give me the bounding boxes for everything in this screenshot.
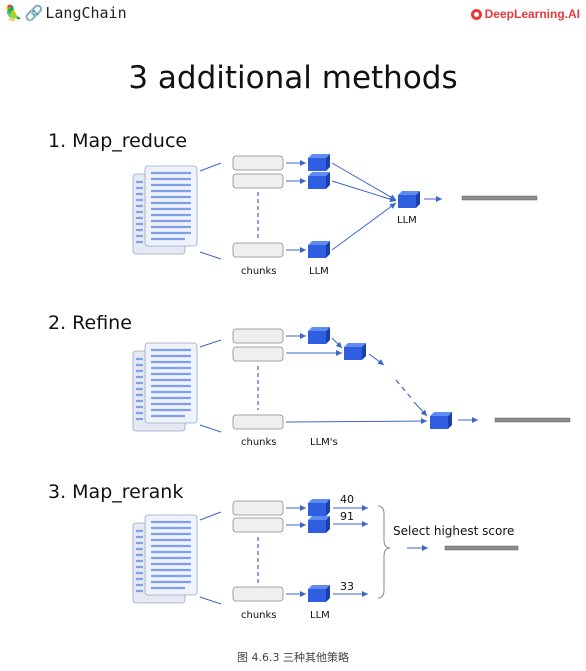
llm-cube-icon [308, 327, 330, 344]
llm-cube-icon [308, 499, 330, 516]
chunks-label: chunks [241, 610, 277, 621]
select-highest-score-label: Select highest score [393, 524, 515, 538]
chunk-box [232, 414, 284, 430]
langchain-brand-text: LangChain [45, 4, 127, 22]
documents-icon [131, 164, 199, 256]
map-rerank-diagram [131, 499, 519, 605]
chunks-label: chunks [241, 266, 277, 277]
llm-label: LLM [309, 266, 329, 277]
chunk-box [232, 173, 284, 189]
parrot-icon: 🦜 [4, 4, 23, 22]
final-llm-cube-icon [398, 191, 420, 208]
score-value: 91 [340, 510, 354, 523]
llm-cube-icon [308, 154, 330, 171]
map-reduce-diagram [131, 154, 538, 260]
chain-link-icon: 🔗 [24, 4, 44, 22]
chunk-box [232, 346, 284, 362]
result-bar [444, 545, 519, 551]
result-bar [461, 195, 538, 201]
documents-icon [131, 341, 199, 433]
chunk-box [232, 328, 284, 344]
score-value: 33 [340, 580, 354, 593]
llm-cube-icon [308, 172, 330, 189]
section-title-refine: 2. Refine [48, 312, 132, 334]
langchain-brand: 🦜 🔗 LangChain [4, 4, 127, 22]
figure-caption: 图 4.6.3 三种其他策略 [237, 651, 349, 664]
llm-cube-icon [308, 241, 330, 258]
chunk-box [232, 586, 284, 602]
score-value: 40 [340, 493, 354, 506]
llm-cube-icon [308, 516, 330, 533]
deeplearning-ai-logo-icon [470, 8, 482, 20]
llm-label: LLM's [310, 437, 338, 448]
llm-cube-icon [308, 585, 330, 602]
llm-cube-icon [344, 343, 366, 360]
refine-diagram [131, 327, 571, 433]
llm-label: LLM [310, 610, 330, 621]
chunk-box [232, 242, 284, 258]
page-title: 3 additional methods [128, 60, 458, 96]
section-title-map-rerank: 3. Map_rerank [48, 481, 184, 503]
result-bar [494, 417, 571, 423]
chunk-box [232, 155, 284, 171]
chunks-label: chunks [241, 437, 277, 448]
final-llm-label: LLM [397, 215, 417, 226]
score-bracket [377, 505, 391, 599]
deeplearning-ai-brand: DeepLearning.AI [470, 7, 580, 21]
chunk-box [232, 500, 284, 516]
documents-icon [131, 513, 199, 605]
chunk-box [232, 517, 284, 533]
final-llm-cube-icon [430, 412, 452, 429]
deeplearning-ai-brand-text: DeepLearning.AI [484, 7, 580, 21]
section-title-map-reduce: 1. Map_reduce [48, 130, 188, 152]
